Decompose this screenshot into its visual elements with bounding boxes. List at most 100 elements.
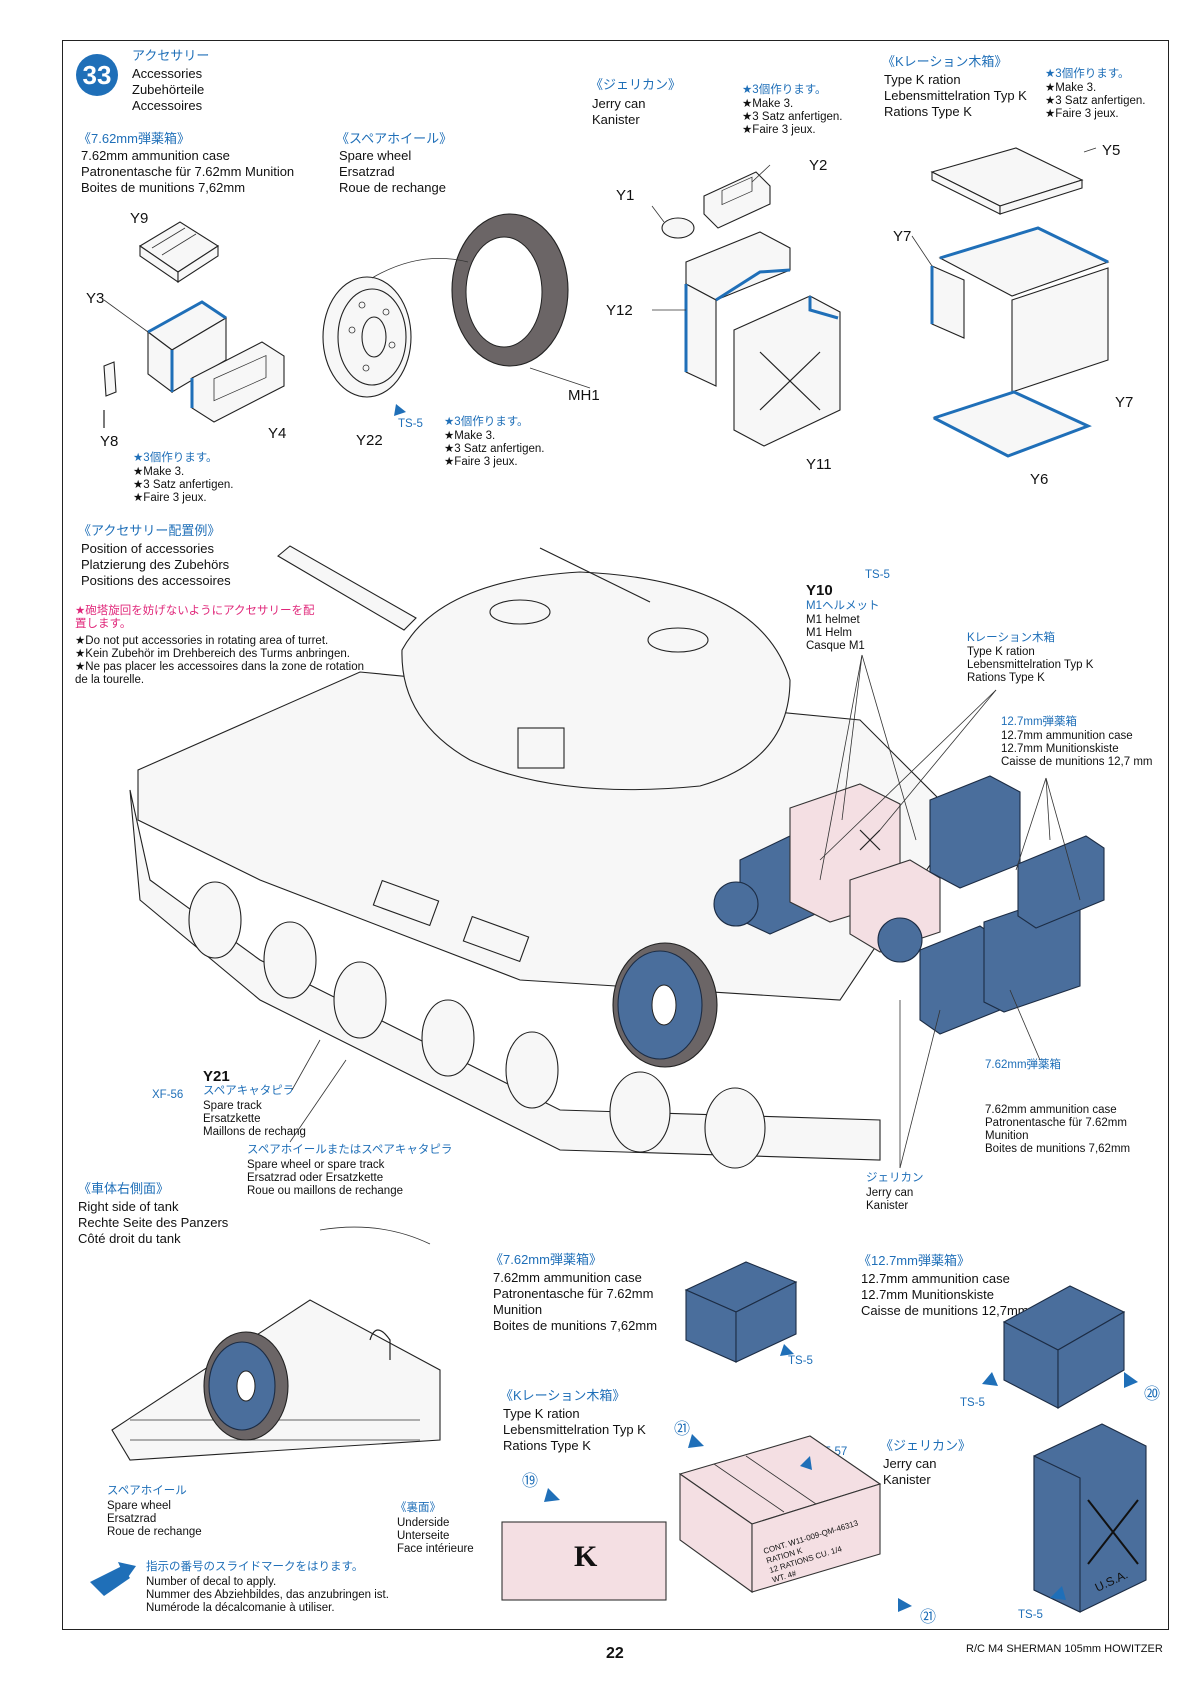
underside-fr: Face intérieure [397, 1543, 474, 1555]
ammo762-title-fr: Boites de munitions 7,62mm [81, 180, 246, 195]
part-label-mh1: MH1 [568, 387, 600, 404]
callout-762-en-line: 7.62mm ammunition case [985, 1104, 1117, 1116]
ammo762-note-en: ★Make 3. [133, 466, 185, 478]
detailk-k-letter: K [574, 1540, 598, 1573]
jerry-can-handle-illustration [703, 171, 771, 229]
detailk-box-illustration [678, 1435, 882, 1594]
callout-kration-de: Lebensmittelration Typ K [967, 659, 1094, 671]
ammo762-title-jp: 《7.62mm弾薬箱》 [78, 131, 190, 146]
callout-kration-jp: Kレーション木箱 [967, 632, 1055, 644]
detailk-decal-side: ⑲ [522, 1473, 539, 1490]
callout-127-jp: 12.7mm弾薬箱 [1001, 716, 1078, 728]
jerry-can-cap-illustration [651, 205, 695, 239]
detail127-en: 12.7mm ammunition case [861, 1271, 1010, 1286]
kration-note-en: ★Make 3. [1045, 82, 1097, 94]
jerry-can-half-left-illustration [684, 231, 791, 387]
detail127-decal: ⑳ [1144, 1386, 1161, 1403]
callout-lines [289, 654, 1081, 1169]
placement-title-fr: Positions des accessoires [81, 573, 231, 588]
callout-jerry-de: Kanister [866, 1200, 909, 1212]
part-label-y11: Y11 [806, 456, 832, 473]
detail762-box-illustration [684, 1261, 798, 1363]
decal-marker-icon [90, 1562, 136, 1596]
kration-base-illustration [932, 390, 1092, 458]
page-frame [62, 40, 1169, 1630]
ammo762-note-fr: ★Faire 3 jeux. [133, 492, 207, 504]
decal-note-de: Nummer des Abziehbildes, das anzubringen… [146, 1589, 389, 1601]
track-fr: Maillons de rechang [203, 1126, 306, 1138]
callout-127-de: 12.7mm Munitionskiste [1001, 743, 1119, 755]
callout-jerry-en: Jerry can [866, 1187, 914, 1199]
jerry-note-jp: ★3個作ります。 [742, 84, 827, 96]
step-number-badge: 33 [76, 54, 118, 96]
rs-wheel-en: Spare wheel [107, 1500, 171, 1512]
callout-jerry-jp: ジェリカン [866, 1172, 924, 1184]
wheel-or-track-de: Ersatzrad oder Ersatzkette [247, 1172, 384, 1184]
placement-warning-de: ★Kein Zubehör im Drehbereich des Turms a… [75, 648, 350, 660]
placement-warning-fr: ★Ne pas placer les accessoires dans la z… [75, 661, 365, 686]
detailjerry-can-illustration [1033, 1423, 1147, 1613]
step-title-fr: Accessoires [132, 98, 203, 113]
jerry-note-fr: ★Faire 3 jeux. [742, 124, 816, 136]
wheel-or-track-jp: スペアホイールまたはスペアキャタピラ [247, 1144, 453, 1156]
rs-wheel-de: Ersatzrad [107, 1513, 157, 1525]
part-label-y22: Y22 [356, 432, 383, 449]
detail762-paint: TS-5 [788, 1355, 813, 1367]
detail127-fr: Caisse de munitions 12,7mm [861, 1303, 1029, 1318]
detail127-jp: 《12.7mm弾薬箱》 [858, 1253, 970, 1268]
hull-spare-wheel [612, 942, 718, 1068]
part-label-y7-left: Y7 [893, 228, 912, 245]
callout-127-fr: Caisse de munitions 12,7 mm [1001, 756, 1153, 768]
footer-model-name: R/C M4 SHERMAN 105mm HOWITZER [966, 1643, 1163, 1655]
right-side-view-illustration [111, 1226, 441, 1461]
kration-body-illustration [938, 226, 1110, 393]
jerry-title-de: Kanister [592, 112, 640, 127]
ammo762-clip-illustration [103, 361, 117, 428]
kration-note-de: ★3 Satz anfertigen. [1045, 95, 1146, 107]
rightside-title-fr: Côté droit du tank [78, 1231, 181, 1246]
detail762-en: 7.62mm ammunition case [493, 1270, 642, 1285]
part-label-y21: Y21 [203, 1068, 230, 1085]
wheel-note-jp: ★3個作ります。 [444, 416, 529, 428]
track-jp: スペアキャタピラ [203, 1085, 295, 1097]
jerry-title-en: Jerry can [592, 96, 646, 111]
rs-wheel-jp: スペアホイール [107, 1485, 187, 1497]
wheel-note-fr: ★Faire 3 jeux. [444, 456, 518, 468]
detailjerry-paint: TS-5 [1018, 1609, 1043, 1621]
helmet-en: M1 helmet [806, 614, 860, 626]
jerry-note-de: ★3 Satz anfertigen. [742, 111, 843, 123]
detailk-jp: 《Kレーション木箱》 [500, 1388, 626, 1403]
helmet-de: M1 Helm [806, 627, 853, 639]
part-label-y5: Y5 [1102, 142, 1121, 159]
kration-title-fr: Rations Type K [884, 104, 972, 119]
part-label-y4: Y4 [268, 425, 287, 442]
wheel-title-jp: 《スペアホイール》 [336, 131, 453, 146]
part-label-y3: Y3 [86, 290, 105, 307]
detailk-decal-top: ㉑ [674, 1421, 691, 1438]
detailk-decal-front: ㉑ [920, 1609, 937, 1626]
detailjerry-de: Kanister [883, 1472, 931, 1487]
tank-illustration [129, 545, 1105, 1169]
placement-title-en: Position of accessories [81, 541, 214, 556]
detail762-jp: 《7.62mm弾薬箱》 [490, 1252, 602, 1267]
detailk-de: Lebensmittelration Typ K [503, 1422, 646, 1437]
ammo762-note-jp: ★3個作ります。 [133, 452, 218, 464]
detail127-de: 12.7mm Munitionskiste [861, 1287, 994, 1302]
track-en: Spare track [203, 1100, 262, 1112]
detailk-side-panel-illustration [501, 1521, 667, 1601]
placement-warning-en: ★Do not put accessories in rotating area… [75, 635, 329, 647]
page-number: 22 [606, 1645, 624, 1662]
callout-762-de: Patronentasche für 7.62mm Munition [985, 1117, 1127, 1142]
callout-127-en: 12.7mm ammunition case [1001, 730, 1133, 742]
rightside-title-en: Right side of tank [78, 1199, 179, 1214]
jerry-can-half-right-illustration [733, 295, 841, 447]
wheel-or-track-en: Spare wheel or spare track [247, 1159, 385, 1171]
stowed-accessories [713, 775, 1105, 1035]
part-label-y12: Y12 [606, 302, 633, 319]
ammo762-note-de: ★3 Satz anfertigen. [133, 479, 234, 491]
rightside-title-de: Rechte Seite des Panzers [78, 1215, 229, 1230]
kration-side-left-illustration [930, 265, 965, 339]
ammo762-title-de: Patronentasche für 7.62mm Munition [81, 164, 295, 179]
ammo762-title-en: 7.62mm ammunition case [81, 148, 230, 163]
